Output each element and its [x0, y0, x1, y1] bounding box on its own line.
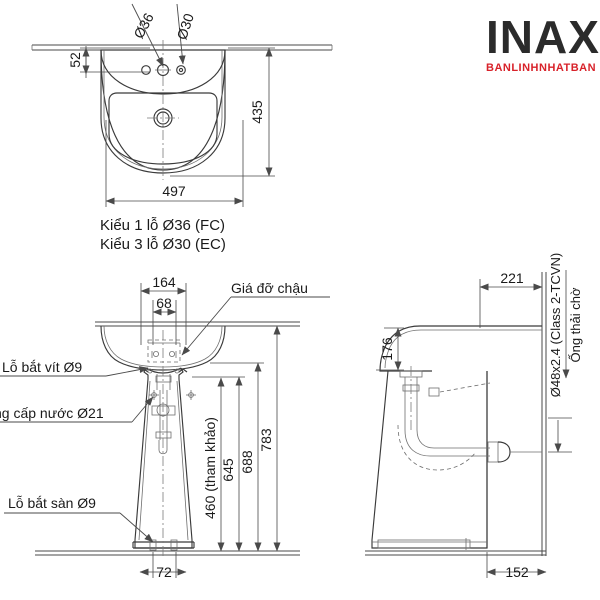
basin-bowl-outline	[108, 92, 218, 165]
label-water-supply-text: ng cấp nước Ø21	[0, 405, 104, 421]
dim-rim-height-688-text: 688	[239, 450, 255, 474]
dim-basin-depth-176: 176	[376, 327, 404, 371]
side-trap-pipework	[397, 366, 542, 471]
dim-projection-221: 221	[479, 270, 543, 328]
side-basin-outline-inner	[384, 329, 542, 369]
dim-supply-height-460: 460 (tham khảo)	[202, 377, 225, 552]
dim-backsplash-52-text: 52	[67, 52, 83, 68]
dim-supply-height-460-text: 460 (tham khảo)	[202, 417, 218, 519]
dim-base-width-72-text: 72	[156, 564, 172, 580]
pedestal-base	[132, 539, 195, 551]
label-bracket: Giá đỡ chậu	[181, 280, 330, 356]
side-view-wall-line	[541, 272, 547, 556]
dim-projection-221-text: 221	[500, 270, 524, 286]
label-floor-hole-text: Lỗ bắt sàn Ø9	[8, 495, 96, 511]
label-screw-hole: Lỗ bắt vít Ø9	[0, 359, 149, 377]
dim-backsplash-52: 52	[67, 46, 150, 78]
brand-tagline-text: BANLINHNHATBAN	[486, 62, 597, 74]
dim-rim-height-688: 688	[210, 362, 264, 552]
dim-base-depth-152: 152	[486, 552, 547, 580]
top-view-group: Ø36 Ø30 52 435 497 K	[31, 3, 333, 253]
dim-trap-height-645: 645	[192, 376, 245, 552]
side-pedestal-outline	[371, 370, 488, 549]
dim-base-depth-152-text: 152	[505, 564, 529, 580]
dim-basin-depth-176-text: 176	[379, 337, 395, 361]
dim-depth-435: 435	[170, 47, 275, 177]
dim-bracket-inner-68: 68	[152, 295, 177, 345]
top-view-caption-line1: Kiểu 1 lỗ Ø36 (FC)	[100, 217, 225, 234]
drain-pipe-callout: Ø48x2.4 (Class 2-TCVN) Ống thải chờ	[548, 253, 583, 453]
pedestal-outline-inner	[138, 380, 189, 541]
brand-logo-text: INAX	[486, 14, 600, 63]
drain-pipe-spec-text: Ø48x2.4 (Class 2-TCVN)	[548, 253, 563, 397]
dim-bracket-inner-68-text: 68	[156, 295, 172, 311]
callout-hole-ec-text: Ø30	[174, 11, 197, 41]
dim-depth-435-text: 435	[249, 100, 265, 124]
side-view-group: 221 176 152 Ø48x2.4 (Class 2-TCVN) Ống t…	[365, 253, 583, 580]
dim-bracket-outer-164-text: 164	[152, 274, 176, 290]
label-floor-hole: Lỗ bắt sàn Ø9	[4, 495, 154, 543]
drain-pipe-label-text: Ống thải chờ	[568, 287, 583, 362]
callout-hole-ec: Ø30	[174, 3, 197, 65]
front-supply-hole-marks	[149, 390, 196, 400]
dim-width-497-text: 497	[162, 183, 186, 199]
pedestal-outline	[134, 367, 193, 549]
front-view-wall-line	[95, 321, 300, 327]
dim-bracket-outer-164: 164	[140, 274, 187, 345]
basin-drain-group	[147, 108, 179, 128]
side-pedestal-foot	[377, 539, 471, 549]
dim-total-height-783-text: 783	[258, 428, 274, 452]
front-trap-pipework	[151, 330, 176, 556]
callout-hole-fc-text: Ø36	[130, 10, 157, 41]
front-view-group: 164 68 72 783 688	[0, 274, 330, 580]
label-screw-hole-text: Lỗ bắt vít Ø9	[2, 359, 82, 375]
side-view-floor-line	[365, 550, 546, 556]
top-view-caption-line2: Kiểu 3 lỗ Ø30 (EC)	[100, 236, 226, 253]
front-view-floor-line	[35, 550, 300, 556]
label-water-supply: ng cấp nước Ø21	[0, 396, 154, 423]
dim-base-width-72: 72	[139, 552, 187, 580]
brand-logo-block: INAX BANLINHNHATBAN	[486, 14, 600, 74]
label-bracket-text: Giá đỡ chậu	[231, 280, 308, 296]
side-basin-outline	[379, 325, 542, 372]
dim-width-497: 497	[105, 120, 244, 207]
top-view-wall-line	[31, 44, 333, 51]
callout-hole-fc: Ø36	[130, 3, 164, 67]
dim-trap-height-645-text: 645	[220, 458, 236, 482]
tap-hole-group	[141, 63, 186, 77]
